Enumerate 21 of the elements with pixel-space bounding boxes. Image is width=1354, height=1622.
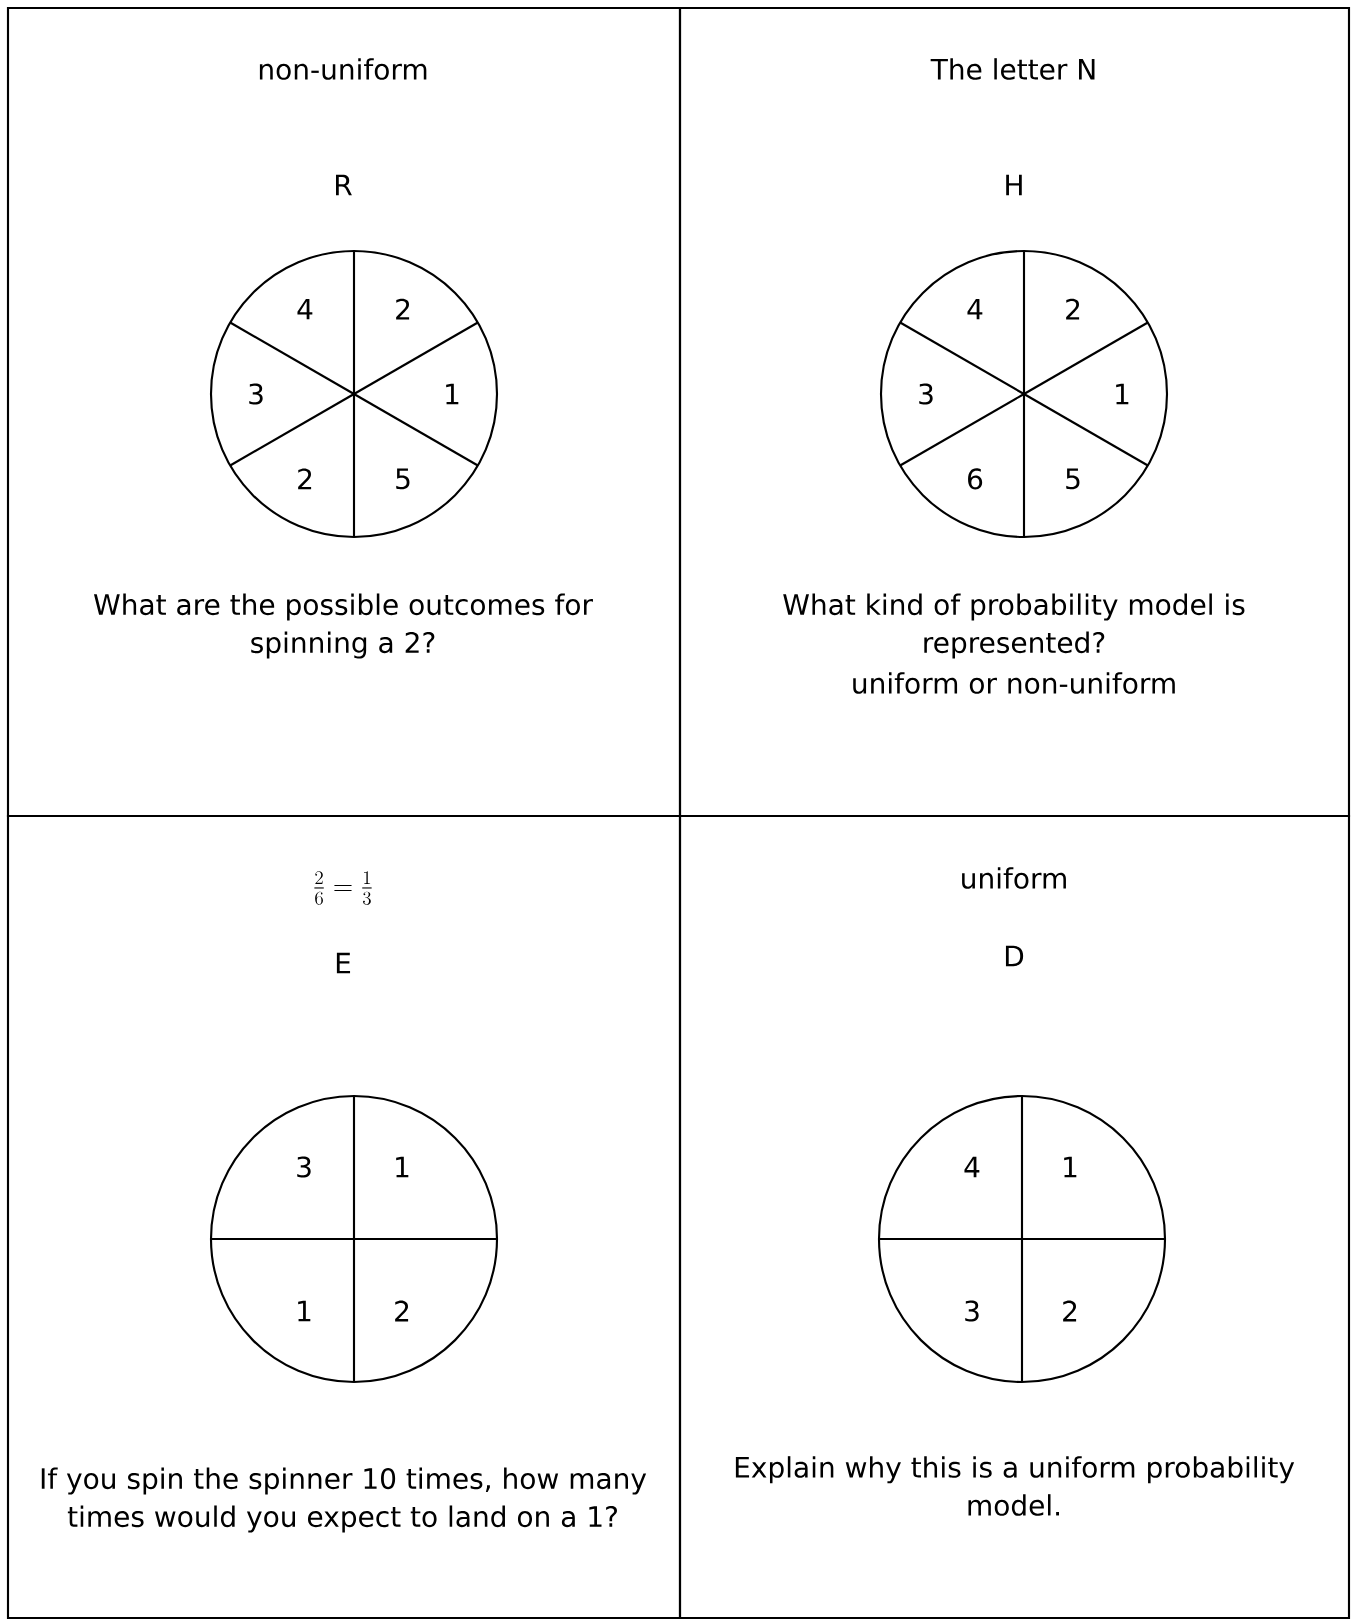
card-text: uniform or non-uniform <box>853 672 1175 694</box>
question-text: What kind of probability model is represented? <box>783 593 1245 659</box>
card-text: $\frac{2}{6} = \frac{1}{3}$ <box>314 871 372 905</box>
card-text: non-uniform <box>259 58 427 80</box>
spinner: 3 1 1 2 <box>209 1094 499 1384</box>
task-card <box>678 814 1351 1620</box>
task-card <box>6 6 682 818</box>
card-text: uniform <box>962 867 1066 889</box>
card-text: D <box>1005 945 1024 967</box>
card-text: R <box>336 174 352 196</box>
question-text: If you spin the spinner 10 times, how many times would you expect to land on a 1? <box>41 1467 647 1533</box>
question-text: What are the possible outcomes for spinning a 2? <box>93 593 593 659</box>
card-text: H <box>1006 174 1022 196</box>
spinner: 4 2 3 1 6 5 <box>879 249 1169 539</box>
spinner: 4 1 3 2 <box>877 1094 1167 1384</box>
task-card <box>678 6 1351 818</box>
task-card <box>6 814 682 1620</box>
card-text: The letter N <box>930 58 1095 80</box>
question-text: Explain why this is a uniform probability model. <box>735 1456 1295 1516</box>
card-text: E <box>336 952 351 974</box>
spinner: 4 2 3 1 2 5 <box>209 249 499 539</box>
